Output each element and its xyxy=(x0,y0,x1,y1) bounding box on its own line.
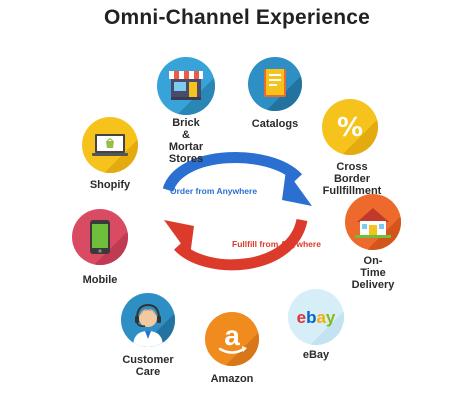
svg-text:%: % xyxy=(337,113,363,143)
headset-agent-icon xyxy=(121,293,175,347)
node-label: Brick & Mortar Stores xyxy=(168,117,204,165)
order-label: Order from Anywhere xyxy=(170,186,258,196)
page-title: Omni-Channel Experience xyxy=(103,6,370,29)
house-icon xyxy=(345,194,401,250)
node-label: eBay xyxy=(302,349,330,361)
ebay-letter-e: e xyxy=(297,308,306,327)
node-label: Catalogs xyxy=(251,118,299,130)
catalog-book-icon xyxy=(248,57,302,111)
ebay-logo-icon: ebay xyxy=(288,289,344,345)
percent-tag-icon: % xyxy=(322,99,378,155)
laptop-shopify-icon xyxy=(82,117,138,173)
node-label: Amazon xyxy=(210,373,254,385)
node-label: Mobile xyxy=(82,274,118,286)
ebay-letter-a: a xyxy=(316,308,326,327)
amazon-logo-icon: a xyxy=(205,312,259,366)
storefront-icon xyxy=(157,57,215,115)
ebay-letter-y: y xyxy=(326,308,336,327)
order-arrowhead xyxy=(282,170,312,206)
node-label: Shopify xyxy=(89,179,131,191)
svg-text:a: a xyxy=(224,320,240,351)
mobile-phone-icon xyxy=(72,209,128,265)
fulfill-arrow xyxy=(173,218,308,271)
ebay-letter-b: b xyxy=(306,308,316,327)
node-label: Cross Border Fullfillment xyxy=(322,161,382,197)
node-label: On-Time Delivery xyxy=(351,255,395,291)
svg-text:ebay: ebay xyxy=(297,308,336,327)
node-label: Customer Care xyxy=(122,354,174,378)
order-arrow xyxy=(162,152,303,193)
fulfill-label: Fullfill from Anywhere xyxy=(232,239,321,249)
fulfill-arrowhead xyxy=(164,220,194,256)
